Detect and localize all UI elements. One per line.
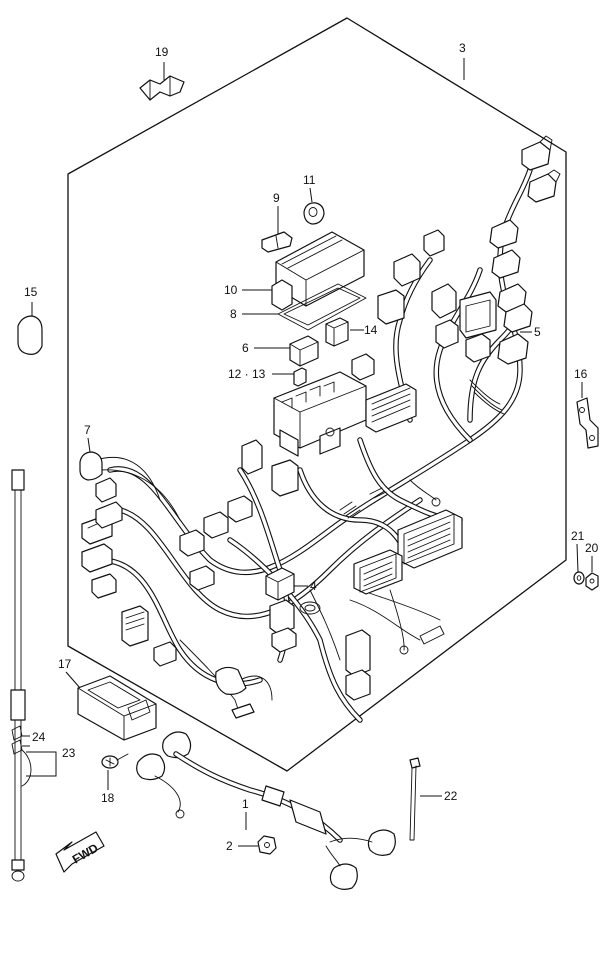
callouts: 3 19 15 11 9 10 8 14 6 12 · 13 5 7 16 4 … xyxy=(24,41,599,853)
corrugated-tubes xyxy=(339,379,505,519)
gasket-part-8 xyxy=(277,283,367,331)
callout-5: 5 xyxy=(534,325,541,339)
module-box-part-16 xyxy=(77,675,157,741)
connectors-top-right xyxy=(459,135,561,365)
washer-part-21 xyxy=(573,571,585,585)
callout-11: 11 xyxy=(303,173,316,187)
relay-part-4 xyxy=(265,567,321,615)
callout-14: 14 xyxy=(364,323,378,337)
terminal-part-9 xyxy=(261,231,293,253)
callout-10: 10 xyxy=(224,283,238,297)
callout-2: 2 xyxy=(226,839,233,853)
callout-3: 3 xyxy=(459,41,466,55)
callout-4: 4 xyxy=(310,579,317,593)
connectors-bottom-center xyxy=(215,599,371,719)
callout-17: 16 xyxy=(574,367,588,381)
callout-19: 18 xyxy=(101,791,115,805)
connectors-left xyxy=(79,451,123,599)
connectors-top-middle xyxy=(351,229,459,381)
callout-8: 8 xyxy=(230,307,237,321)
grommet-part-11 xyxy=(303,202,325,225)
callout-21: 21 xyxy=(571,529,585,543)
clip-part-18 xyxy=(139,75,185,101)
ecu-connector-large xyxy=(397,509,463,569)
relay-box-cover-part-10 xyxy=(271,231,365,311)
fwd-arrow-icon: FWD xyxy=(55,831,105,873)
battery-cable-part-23 xyxy=(10,469,32,882)
fuse-part-12-13 xyxy=(293,367,307,387)
callout-20: 20 xyxy=(585,541,599,555)
callout-6: 6 xyxy=(242,341,249,355)
callout-12-13: 12 · 13 xyxy=(228,367,266,381)
multi-pin-connector xyxy=(365,383,417,433)
junction-box xyxy=(273,371,367,457)
cable-tie-part-22 xyxy=(409,757,421,841)
callout-16: 17 xyxy=(58,657,72,671)
nut-part-2 xyxy=(257,835,277,855)
relay-part-6 xyxy=(289,335,319,367)
leader-lines xyxy=(22,58,593,847)
ring-terminals xyxy=(399,497,445,655)
relay-part-14 xyxy=(325,317,349,347)
callout-15: 15 xyxy=(24,285,38,299)
callout-7: 7 xyxy=(84,423,91,437)
nut-part-20 xyxy=(585,572,599,591)
callout-24: 24 xyxy=(32,730,46,744)
bracket-part-17 xyxy=(576,397,599,449)
harness-thin-leads xyxy=(95,456,441,716)
callout-1: 1 xyxy=(242,797,249,811)
connectors-mid-left xyxy=(121,439,299,667)
callout-23: 23 xyxy=(62,746,76,760)
callout-9: 9 xyxy=(273,191,280,205)
ecu-connector-small xyxy=(353,549,403,595)
cap-part-15 xyxy=(17,315,43,355)
callout-18: 19 xyxy=(155,45,169,59)
sub-harness-part-1 xyxy=(136,731,396,890)
callout-22: 22 xyxy=(444,789,458,803)
assembly-boundary xyxy=(67,17,567,772)
screw-part-19 xyxy=(101,753,129,769)
